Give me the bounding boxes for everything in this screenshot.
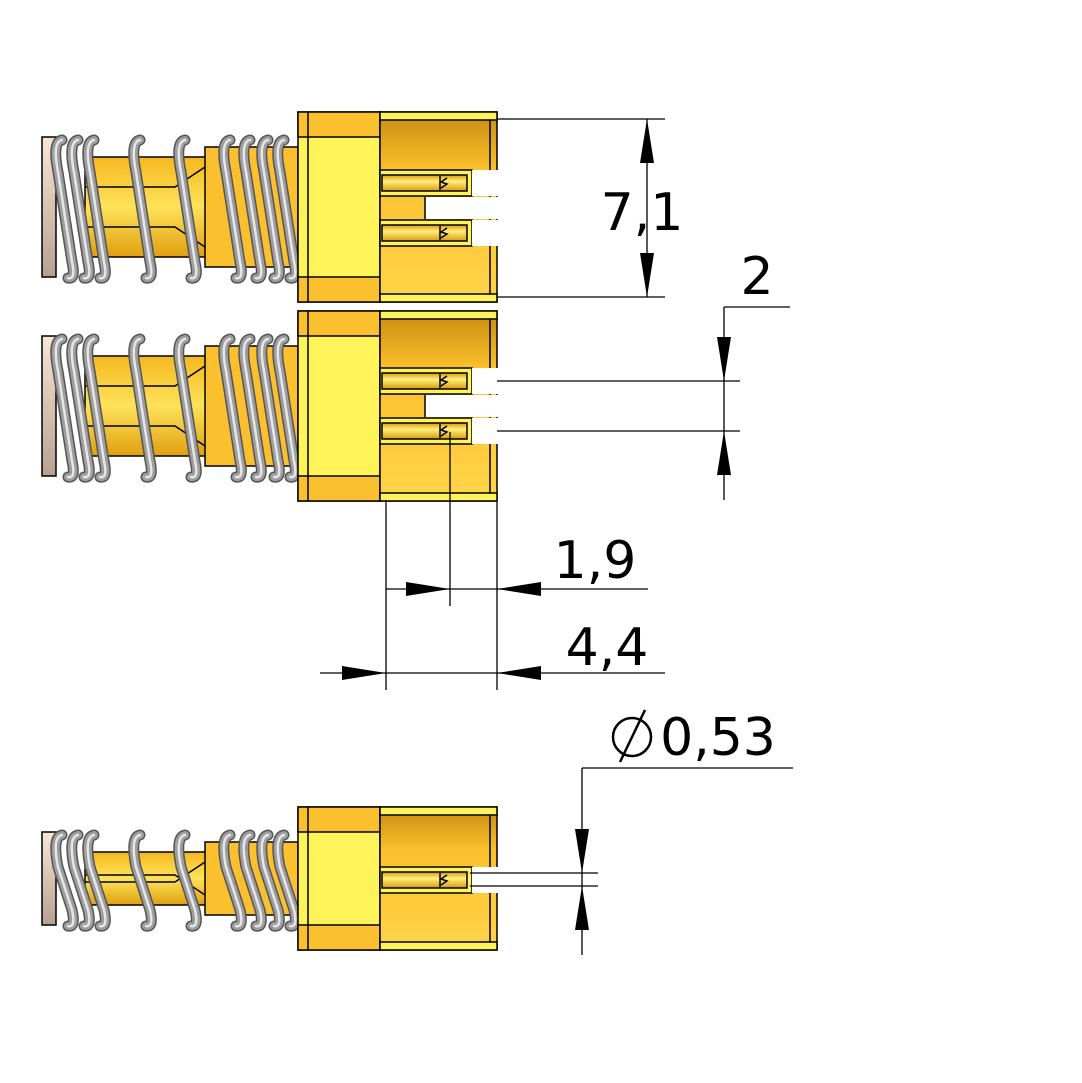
arrowhead-icon — [640, 253, 654, 297]
connector-view-bottom — [41, 806, 498, 951]
spring-coil-highlight — [132, 138, 153, 280]
spring-coil-highlight — [86, 337, 107, 479]
pin-channel-opening — [472, 220, 498, 246]
housing-top-lip — [379, 310, 498, 320]
flange-bottom-band — [297, 276, 381, 303]
spring-coil-highlight — [276, 833, 297, 928]
spring-coil-highlight — [260, 138, 281, 280]
pin-gap — [425, 395, 498, 417]
arrowhead-icon — [640, 119, 654, 163]
dimension-label-pitch: 2 — [740, 247, 773, 307]
arrowhead-icon — [575, 829, 589, 873]
dimension-label-housing-depth: 4,4 — [566, 618, 649, 678]
spring-coil-highlight — [260, 833, 281, 928]
spring-coil-highlight — [177, 138, 198, 280]
contact-pin — [381, 422, 468, 440]
pin-channel-opening — [472, 867, 498, 893]
spring-coil-highlight — [132, 337, 153, 479]
pin-channel-opening — [472, 170, 498, 196]
diameter-symbol-icon — [611, 709, 653, 763]
arrowhead-icon — [575, 886, 589, 930]
spring-coil-highlight — [276, 337, 297, 479]
arrowhead-icon — [717, 337, 731, 381]
arrowhead-icon — [406, 582, 450, 596]
spring-coil-highlight — [70, 138, 91, 280]
pin-tip — [439, 873, 449, 887]
connector-view-middle — [41, 310, 498, 502]
housing-top-lip — [379, 111, 498, 121]
spring-coil-highlight — [54, 833, 75, 928]
pin-tip — [439, 176, 449, 190]
arrowhead-icon — [497, 666, 541, 680]
spring-coil-highlight — [242, 833, 263, 928]
spring-coil-highlight — [177, 337, 198, 479]
pin-gap — [425, 197, 498, 219]
dimension-label-pin-diameter: 0,53 — [660, 708, 776, 768]
contact-pin — [381, 871, 468, 889]
flange-bottom-band — [297, 475, 381, 502]
connector-views — [41, 111, 498, 951]
housing-bottom-lip — [379, 492, 498, 502]
plunger-edges — [85, 861, 206, 896]
spring-coil-highlight — [242, 138, 263, 280]
spring-coil-highlight — [54, 337, 75, 479]
spring-coil-highlight — [70, 833, 91, 928]
dimension-label-pin-offset: 1,9 — [554, 531, 637, 591]
connector-view-top — [41, 111, 498, 303]
pin-tip — [439, 226, 449, 240]
pin-channel-opening — [472, 418, 498, 444]
spring-coil-highlight — [222, 337, 243, 479]
flange — [297, 310, 381, 502]
arrowhead-icon — [497, 582, 541, 596]
spring-coil-highlight — [222, 138, 243, 280]
spring-coil-highlight — [54, 138, 75, 280]
spring-coil-highlight — [177, 833, 198, 928]
flange-bottom-band — [297, 924, 381, 951]
spring-coil-highlight — [86, 833, 107, 928]
dimension-label-height: 7,1 — [601, 183, 684, 243]
contact-pin — [381, 372, 468, 390]
housing-bottom-lip — [379, 941, 498, 951]
spring-coil-highlight — [86, 138, 107, 280]
spring-coil-highlight — [132, 833, 153, 928]
contact-pin — [381, 174, 468, 192]
flange — [297, 111, 381, 303]
arrowhead-icon — [717, 431, 731, 475]
housing-bottom-lip — [379, 293, 498, 303]
dimension-lines — [320, 118, 793, 955]
spring-coil-highlight — [242, 337, 263, 479]
housing-top-lip — [379, 806, 498, 816]
contact-pin — [381, 224, 468, 242]
pin-tip — [439, 424, 449, 438]
flange-top-band — [297, 310, 381, 337]
spring-coil-highlight — [276, 138, 297, 280]
flange-top-band — [297, 111, 381, 138]
flange-top-band — [297, 806, 381, 833]
spring-coil-highlight — [260, 337, 281, 479]
spring-coil-highlight — [70, 337, 91, 479]
pin-channel-opening — [472, 368, 498, 394]
pin-tip — [439, 374, 449, 388]
arrowhead-icon — [342, 666, 386, 680]
spring-coil-highlight — [222, 833, 243, 928]
